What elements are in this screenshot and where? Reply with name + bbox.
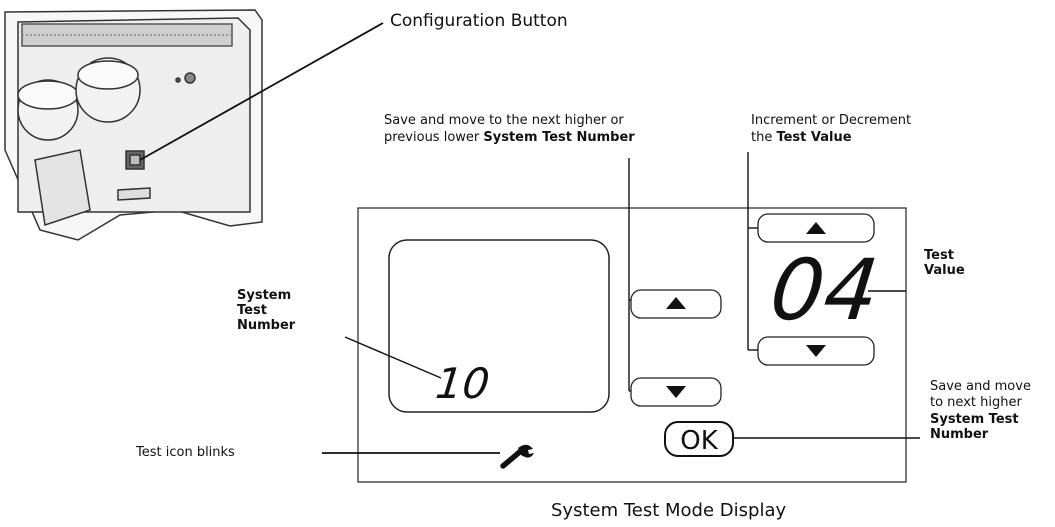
save-next-label-bold: System Test Number	[930, 412, 1019, 442]
triangle-up-icon	[806, 222, 826, 234]
save-next-label-line2: to next higher	[930, 395, 1022, 410]
increment-label-line2: the Test Value	[751, 131, 852, 145]
config-leader-line	[139, 22, 384, 161]
test-value-label: Test Value	[924, 248, 965, 278]
ok-button[interactable]: OK	[664, 421, 734, 457]
increment-label-line1: Increment or Decrement	[751, 113, 912, 128]
lcd-screen	[388, 239, 610, 413]
triangle-down-icon	[806, 345, 826, 357]
system-test-number-value: 10	[433, 359, 492, 408]
save-move-label-line2: previous lower System Test Number	[384, 131, 635, 145]
increment-label-bold: Test Value	[776, 130, 852, 145]
decrement-down-button[interactable]	[757, 336, 875, 366]
triangle-up-icon	[666, 297, 686, 309]
diagram-caption: System Test Mode Display	[551, 500, 787, 521]
configuration-button-label: Configuration Button	[390, 11, 568, 31]
save-next-label-line1: Save and move	[930, 379, 1031, 394]
system-test-number-leader	[344, 336, 442, 379]
save-move-label-line1: Save and move to the next higher or	[384, 113, 624, 128]
increment-label-prefix: the	[751, 130, 777, 145]
save-move-up-button[interactable]	[630, 289, 722, 319]
wrench-icon	[500, 444, 534, 469]
test-value-display: 04	[766, 241, 883, 339]
test-icon-blinks-label: Test icon blinks	[136, 445, 235, 460]
save-move-label-bold: System Test Number	[483, 130, 635, 145]
system-test-number-label: System Test Number	[237, 288, 296, 333]
triangle-down-icon	[666, 386, 686, 398]
ok-label: OK	[680, 426, 718, 456]
save-move-label-prefix: previous lower	[384, 130, 484, 145]
increment-up-button[interactable]	[757, 213, 875, 243]
device-illustration	[4, 9, 263, 241]
save-move-down-button[interactable]	[630, 377, 722, 407]
